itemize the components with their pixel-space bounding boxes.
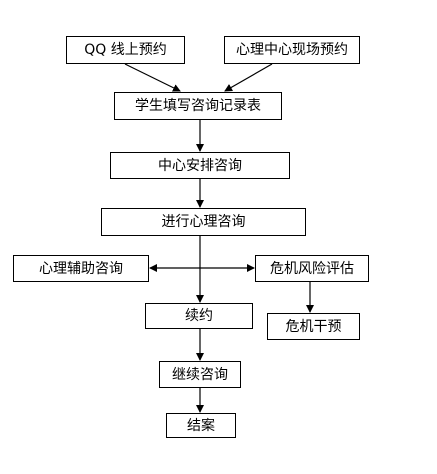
- node-arrange: 中心安排咨询: [110, 152, 290, 179]
- node-intervene: 危机干预: [267, 313, 360, 340]
- node-close: 结案: [166, 413, 236, 438]
- node-renew: 续约: [145, 303, 253, 329]
- node-center-onsite: 心理中心现场预约: [224, 36, 360, 64]
- edge-qq-to-form: [124, 63, 181, 92]
- node-consult: 进行心理咨询: [101, 208, 306, 236]
- node-fill-form: 学生填写咨询记录表: [114, 92, 282, 120]
- node-continue: 继续咨询: [159, 361, 241, 388]
- edge-onsite-to-form: [224, 63, 273, 92]
- node-risk: 危机风险评估: [255, 255, 369, 282]
- node-aux: 心理辅助咨询: [13, 255, 149, 282]
- node-qq-online: QQ 线上预约: [66, 36, 185, 64]
